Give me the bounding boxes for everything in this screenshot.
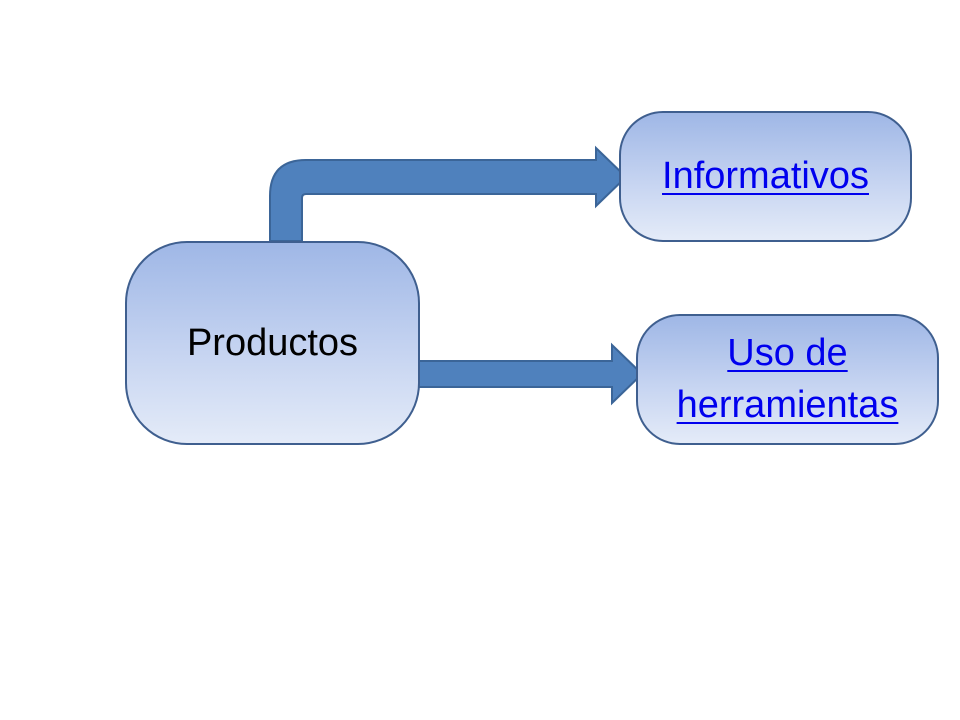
uso-de-herramientas-link[interactable]: Uso de herramientas bbox=[677, 328, 899, 431]
informativos-node[interactable]: Informativos bbox=[619, 111, 912, 242]
herramientas-line[interactable]: herramientas bbox=[676, 383, 899, 426]
productos-label: Productos bbox=[186, 321, 359, 364]
informativos-link[interactable]: Informativos bbox=[662, 155, 869, 197]
arrow-to-uso-de-herramientas bbox=[417, 342, 644, 406]
productos-node: Productos bbox=[125, 241, 420, 445]
arrow-to-informativos bbox=[269, 145, 628, 242]
uso-de-herramientas-node[interactable]: Uso de herramientas bbox=[636, 314, 939, 445]
uso-de-line[interactable]: Uso de bbox=[727, 332, 848, 375]
